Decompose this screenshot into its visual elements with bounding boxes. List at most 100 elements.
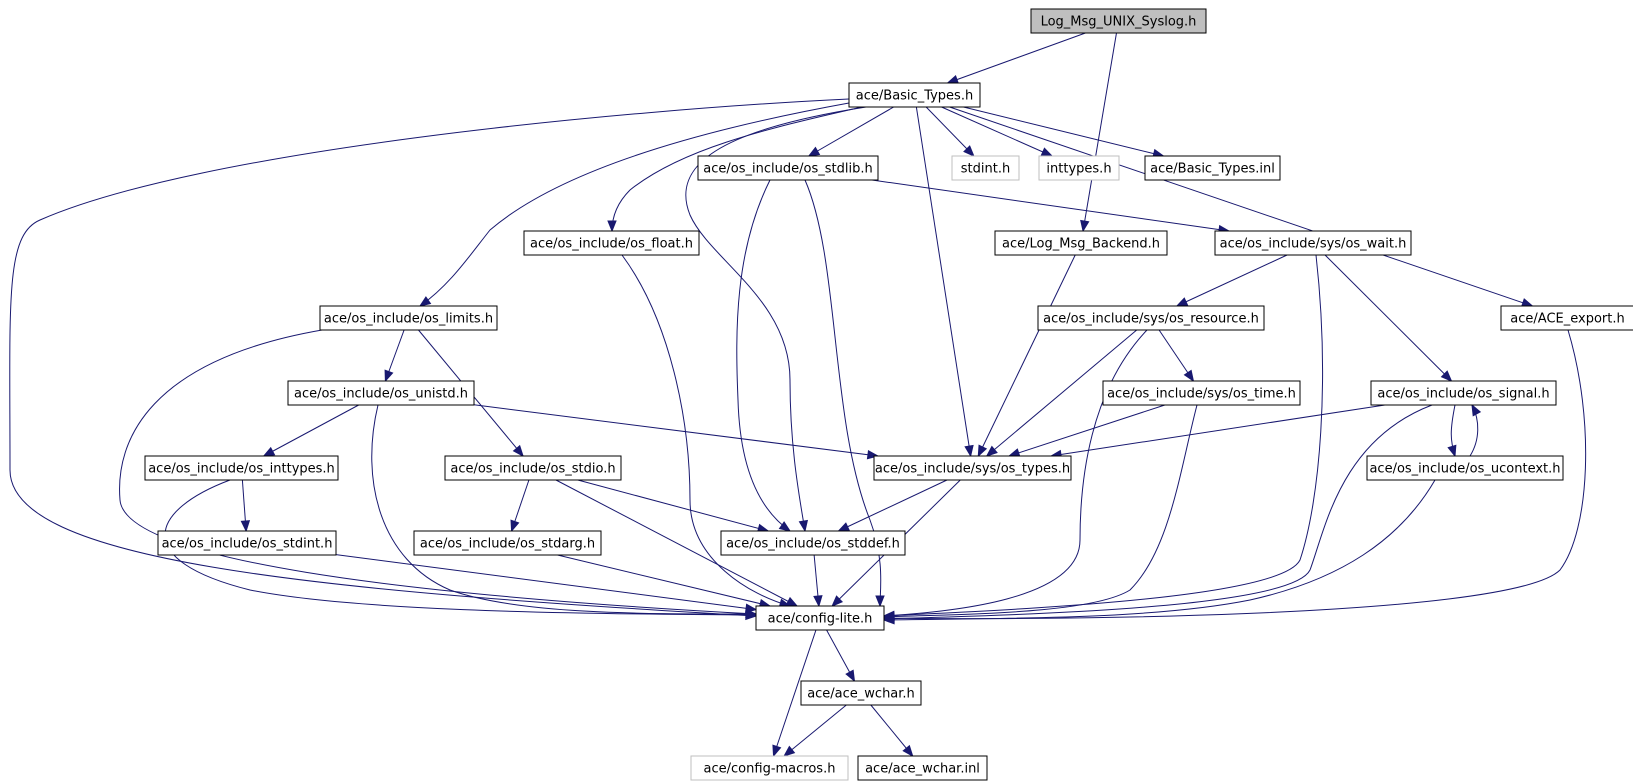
edge-arrowhead (1440, 370, 1453, 382)
node-box[interactable] (1144, 155, 1281, 181)
node-os-stdarg[interactable]: ace/os_include/os_stdarg.h (413, 530, 602, 556)
node-box[interactable] (1030, 8, 1207, 34)
edge-os-stdint-to-config-lite (335, 554, 757, 611)
node-box[interactable] (697, 155, 879, 181)
node-box[interactable] (690, 755, 849, 781)
node-log-msg-backend[interactable]: ace/Log_Msg_Backend.h (994, 230, 1168, 256)
node-label: ace/os_include/os_limits.h (324, 312, 493, 327)
edge-os-time-to-config-lite (883, 404, 1198, 618)
edge-arrowhead (1175, 297, 1189, 307)
node-label: ace/config-macros.h (704, 762, 836, 777)
edge-ace-wchar-to-ace-wchar-inl (870, 704, 914, 757)
node-label: Log_Msg_UNIX_Syslog.h (1041, 15, 1197, 30)
node-box[interactable] (848, 82, 981, 108)
edge-os-time-to-os-types (1008, 404, 1166, 457)
node-box[interactable] (157, 530, 337, 556)
node-box[interactable] (1038, 155, 1120, 181)
node-box[interactable] (1102, 380, 1301, 406)
edge-arrowhead (977, 444, 988, 458)
node-os-wait[interactable]: ace/os_include/sys/os_wait.h (1214, 230, 1412, 256)
edge-arrowhead (882, 615, 895, 625)
node-box[interactable] (287, 380, 475, 406)
edge-os-wait-to-os-signal (1324, 254, 1452, 382)
node-box[interactable] (857, 755, 988, 781)
node-os-stdio[interactable]: ace/os_include/os_stdio.h (444, 455, 622, 481)
edge-arrowhead (772, 744, 782, 758)
edge-arrowhead (946, 74, 960, 84)
node-os-limits[interactable]: ace/os_include/os_limits.h (319, 305, 498, 331)
node-box[interactable] (1500, 305, 1633, 331)
node-ace-wchar[interactable]: ace/ace_wchar.h (800, 680, 922, 706)
node-box[interactable] (994, 230, 1168, 256)
node-label: ace/os_include/sys/os_wait.h (1220, 237, 1407, 252)
node-label: ace/os_include/sys/os_resource.h (1043, 312, 1259, 327)
edge-os-wait-to-os-resource (1176, 254, 1288, 307)
node-os-unistd[interactable]: ace/os_include/os_unistd.h (287, 380, 475, 406)
node-box[interactable] (319, 305, 498, 331)
edge-arrowhead (964, 444, 974, 458)
node-label: ace/ace_wchar.h (807, 687, 915, 702)
edge-arrowhead (875, 595, 885, 608)
node-box[interactable] (413, 530, 602, 556)
node-label: ace/os_include/os_signal.h (1377, 387, 1549, 402)
node-box[interactable] (800, 680, 922, 706)
node-box[interactable] (951, 155, 1020, 181)
node-box[interactable] (523, 230, 700, 256)
node-config-lite[interactable]: ace/config-lite.h (755, 605, 885, 631)
edge-basic-types-to-os-types (915, 106, 972, 457)
node-box[interactable] (444, 455, 622, 481)
edge-basic-types-to-config-lite (9, 98, 850, 617)
node-os-ucontext[interactable]: ace/os_include/os_ucontext.h (1366, 455, 1564, 481)
edge-arrowhead (418, 296, 432, 307)
node-box[interactable] (755, 605, 885, 631)
node-label: ace/os_include/os_stddef.h (726, 537, 900, 552)
node-os-stdlib[interactable]: ace/os_include/os_stdlib.h (697, 155, 879, 181)
node-ace-wchar-inl[interactable]: ace/ace_wchar.inl (857, 755, 988, 781)
node-inttypes[interactable]: inttypes.h (1038, 155, 1120, 181)
node-box[interactable] (1370, 380, 1557, 406)
edge-basic-types-to-stdint (925, 106, 975, 157)
node-basic-types-inl[interactable]: ace/Basic_Types.inl (1144, 155, 1281, 181)
node-box[interactable] (1366, 455, 1564, 481)
node-box[interactable] (720, 530, 906, 556)
node-root[interactable]: Log_Msg_UNIX_Syslog.h (1030, 8, 1207, 34)
edge-root-to-log-msg-backend (1082, 32, 1117, 232)
node-os-stdint[interactable]: ace/os_include/os_stdint.h (157, 530, 337, 556)
edge-arrowhead (866, 449, 880, 460)
edge-os-unistd-to-os-types (473, 404, 878, 457)
node-os-resource[interactable]: ace/os_include/sys/os_resource.h (1037, 305, 1265, 331)
node-box[interactable] (144, 455, 339, 481)
edge-basic-types-to-os-stdlib (808, 106, 894, 157)
edge-arrowhead (240, 520, 251, 533)
edge-root-to-basic-types (947, 32, 1086, 84)
edge-basic-types-to-os-stddef (685, 106, 867, 532)
node-os-signal[interactable]: ace/os_include/os_signal.h (1370, 380, 1557, 406)
node-box[interactable] (873, 455, 1072, 481)
edge-arrowhead (798, 519, 809, 533)
node-label: ace/ace_wchar.inl (865, 762, 980, 777)
node-os-float[interactable]: ace/os_include/os_float.h (523, 230, 700, 256)
node-label: ace/config-lite.h (768, 612, 873, 627)
edge-arrowhead (783, 745, 796, 757)
edge-arrowhead (384, 369, 394, 383)
node-os-stddef[interactable]: ace/os_include/os_stddef.h (720, 530, 906, 556)
node-os-types[interactable]: ace/os_include/sys/os_types.h (873, 455, 1072, 481)
edge-arrowhead (1080, 219, 1090, 233)
node-config-macros[interactable]: ace/config-macros.h (690, 755, 849, 781)
edge-arrowhead (831, 595, 844, 607)
edge-arrowhead (785, 596, 799, 607)
edge-basic-types-to-os-float (611, 106, 863, 232)
edge-os-types-to-os-stddef (838, 479, 948, 532)
node-ace-export[interactable]: ace/ACE_export.h (1500, 305, 1633, 331)
node-label: ace/os_include/os_stdio.h (450, 462, 615, 477)
node-os-inttypes[interactable]: ace/os_include/os_inttypes.h (144, 455, 339, 481)
node-label: ace/os_include/os_stdint.h (162, 537, 333, 552)
node-stdint[interactable]: stdint.h (951, 155, 1020, 181)
node-basic-types[interactable]: ace/Basic_Types.h (848, 82, 981, 108)
node-os-time[interactable]: ace/os_include/sys/os_time.h (1102, 380, 1301, 406)
edge-os-wait-to-config-lite (883, 254, 1324, 617)
edge-log-msg-backend-to-os-types (977, 254, 1076, 457)
node-box[interactable] (1214, 230, 1412, 256)
node-box[interactable] (1037, 305, 1265, 331)
